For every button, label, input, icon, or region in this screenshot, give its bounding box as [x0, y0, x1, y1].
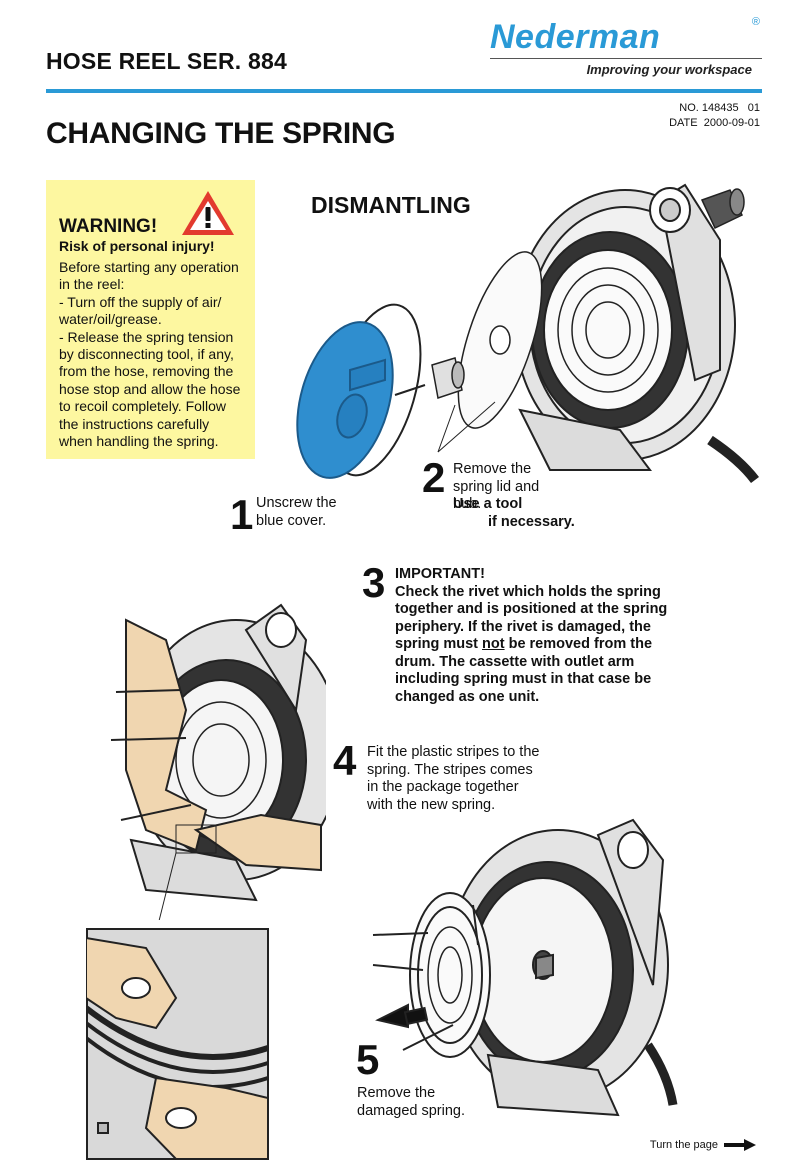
outlet-fitting [700, 188, 745, 230]
step-1-text: Unscrew the blue cover. [256, 495, 337, 529]
doc-date: DATE 2000-09-01 [669, 117, 760, 129]
warning-title: WARNING! [59, 216, 158, 237]
doc-number: NO. 148435 01 [679, 102, 760, 114]
brand-tagline: Improving your workspace [586, 62, 752, 77]
remove-spring-illustration [372, 818, 678, 1117]
header-rule [46, 89, 762, 93]
hub [431, 357, 465, 399]
product-title: HOSE REEL SER. 884 [46, 48, 287, 74]
brand-underline [490, 58, 762, 59]
step-3-not: not [482, 636, 505, 652]
blue-cover [296, 321, 394, 479]
turn-page: Turn the page [650, 1139, 756, 1151]
step-1-number: 1 [230, 491, 254, 538]
dismantling-illustration [296, 183, 759, 484]
step-3-number: 3 [362, 559, 386, 606]
step-3-heading: IMPORTANT! [395, 566, 485, 582]
registered-mark: ® [751, 16, 760, 28]
step-3-text-b: be removed from the drum. The cassette w… [395, 636, 653, 705]
step-2-block: Remove the spring lid and hub. Use a too… [453, 461, 575, 531]
step-5-text: Remove the damaged spring. [357, 1085, 466, 1119]
brand-logo: Nederman [490, 18, 661, 56]
brand-block: Nederman ® Improving your workspace [490, 16, 762, 77]
doc-info: NO. 148435 01 DATE 2000-09-01 [669, 101, 760, 131]
warning-box: WARNING! Risk of personal injury! Before… [46, 180, 255, 459]
section-title: DISMANTLING [311, 192, 471, 218]
step-4-text: Fit the plastic stripes to the spring. T… [367, 744, 540, 813]
warning-triangle-icon [182, 191, 234, 235]
step-2-number: 2 [422, 454, 446, 501]
step-4-number: 4 [333, 737, 357, 784]
reel-drawing [514, 183, 759, 484]
warning-body: Before starting any operation in the ree… [59, 259, 241, 450]
step-3-text: Check the rivet which holds the spring t… [395, 584, 670, 707]
step-3-block: IMPORTANT! Check the rivet which holds t… [395, 566, 670, 706]
turn-page-label: Turn the page [649, 1139, 718, 1151]
step-5-number: 5 [356, 1036, 380, 1083]
warning-subtitle: Risk of personal injury! [59, 238, 215, 254]
spring-lid [457, 251, 543, 429]
step-2-bold-text: Use a tool if necessary. [453, 496, 575, 530]
fitting-stripes-illustration [110, 603, 326, 920]
rivet-detail-illustration [86, 928, 269, 1160]
step-2-text: Remove the spring lid and hub. [453, 461, 540, 512]
step-3-text-a: Check the rivet which holds the spring t… [395, 583, 668, 653]
page-title: CHANGING THE SPRING [46, 117, 396, 150]
arrow-right-icon [724, 1139, 756, 1151]
